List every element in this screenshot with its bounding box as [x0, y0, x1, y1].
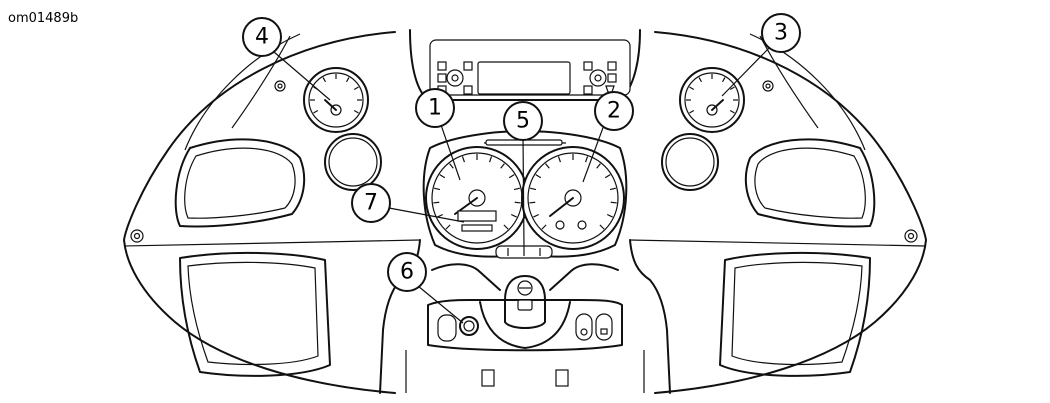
infotainment-head-unit	[409, 29, 641, 101]
svg-text:6: 6	[400, 260, 414, 285]
leader-line-5	[522, 135, 525, 249]
gauge-tick	[488, 156, 493, 163]
ignition-switch	[504, 275, 546, 329]
leader-line-2	[582, 124, 605, 183]
gauge-tick	[514, 201, 521, 204]
leader-line-3	[721, 45, 772, 97]
gauge-tick	[599, 224, 605, 230]
gauge-tick	[584, 156, 589, 163]
gauge-tick	[606, 213, 613, 218]
gauge-tick	[433, 187, 441, 191]
gauge-tick	[353, 86, 359, 91]
gauge-tick	[529, 187, 537, 191]
leader-line-1	[439, 121, 461, 181]
gauge-tick	[721, 77, 726, 83]
right-auxiliary-gauge	[679, 67, 745, 133]
instrument-cluster-housing	[422, 130, 628, 258]
callout-2: 2	[594, 91, 634, 131]
gauge-tick	[503, 224, 509, 230]
speedometer	[425, 146, 529, 250]
leader-lines	[273, 45, 772, 324]
gauge-tick	[461, 156, 466, 163]
right-tweeter	[661, 133, 719, 191]
callout-5: 5	[503, 101, 543, 141]
callout-4: 4	[242, 17, 282, 57]
gauge-tick	[698, 77, 703, 83]
gauge-tick	[541, 224, 547, 230]
leader-line-7	[388, 207, 465, 223]
fairing-bolts	[130, 80, 918, 243]
svg-text:1: 1	[428, 96, 442, 121]
gauge-tick	[596, 163, 601, 169]
left-switch-recess	[437, 314, 457, 342]
left-auxiliary-gauge	[303, 67, 369, 133]
leader-line-6	[417, 285, 464, 324]
gauge-tick	[510, 213, 517, 218]
gauge-tick	[545, 163, 550, 169]
svg-text:4: 4	[255, 25, 269, 50]
tachometer	[521, 146, 625, 250]
callout-6: 6	[387, 252, 427, 292]
gauge-tick	[689, 109, 695, 114]
gauge-tick	[353, 109, 359, 114]
leader-line-4	[273, 51, 331, 101]
svg-text:2: 2	[607, 99, 621, 124]
right-upper-speaker	[744, 138, 876, 228]
gauge-tick	[604, 174, 611, 179]
right-lower-speaker	[719, 251, 871, 377]
gauge-tick	[729, 86, 735, 91]
gauge-tick	[610, 201, 617, 204]
gauge-tick	[322, 77, 327, 83]
fairing-outline	[123, 31, 927, 394]
figure-code: om01489b	[8, 11, 79, 26]
accessory-port	[459, 316, 479, 336]
gauge-tick	[535, 174, 542, 179]
right-control-buttons	[583, 61, 617, 95]
gauge-tick	[689, 86, 695, 91]
gauge-tick	[508, 174, 515, 179]
gauge-tick	[609, 187, 617, 191]
svg-text:5: 5	[516, 109, 530, 134]
gauge-tick	[533, 213, 540, 218]
left-tweeter	[324, 133, 382, 191]
right-switch-buttons	[575, 313, 613, 341]
gauge-tick	[445, 224, 451, 230]
left-upper-speaker	[174, 138, 306, 228]
gauge-tick	[513, 187, 521, 191]
svg-text:7: 7	[364, 191, 378, 216]
svg-text:3: 3	[774, 21, 788, 46]
callout-1: 1	[415, 88, 455, 128]
gauge-tick	[313, 109, 319, 114]
left-lower-speaker	[179, 251, 331, 377]
gauge-tick	[449, 163, 454, 169]
gauge-tick	[345, 77, 350, 83]
gauge-tick	[729, 109, 735, 114]
callout-7: 7	[351, 183, 391, 223]
gauge-tick	[557, 156, 562, 163]
gauge-tick	[529, 201, 536, 204]
gauge-tick	[439, 174, 446, 179]
gauge-tick	[500, 163, 505, 169]
callout-3: 3	[761, 13, 801, 53]
gauge-tick	[433, 201, 440, 204]
